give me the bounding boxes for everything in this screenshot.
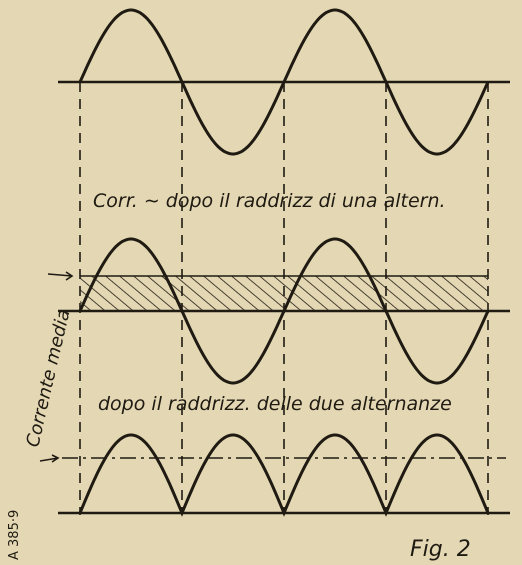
sine-wave xyxy=(78,8,490,156)
caption-half-wave: Corr. ∼ dopo il raddrizz di una altern. xyxy=(93,190,446,212)
panel-half-wave-rectified xyxy=(47,237,510,385)
caption-full-wave: dopo il raddrizz. delle due alternanze xyxy=(98,393,452,415)
side-label-mean-current: Corrente media xyxy=(22,307,74,449)
zero-crossing-guides xyxy=(79,82,489,515)
sine-wave xyxy=(78,237,490,385)
rectified-humps xyxy=(78,433,490,517)
figure-label: Fig. 2 xyxy=(410,537,471,562)
mean-arrow-icon xyxy=(39,454,60,463)
panel-alternating-current xyxy=(58,8,510,156)
plate-code: A 385·9 xyxy=(7,510,22,560)
mean-current-band xyxy=(80,276,488,311)
panel-full-wave-rectified xyxy=(39,433,510,517)
mean-arrow-icon xyxy=(47,271,74,281)
